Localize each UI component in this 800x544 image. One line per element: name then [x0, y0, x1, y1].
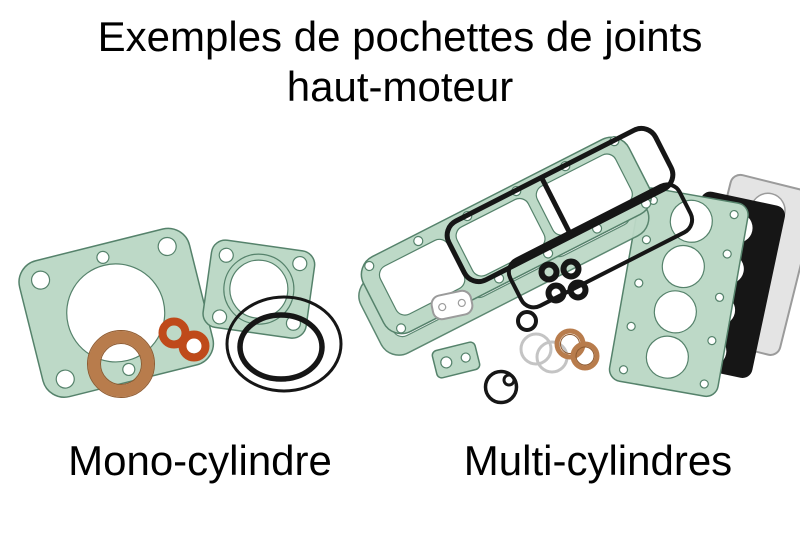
multi-cylinder-gasket-set — [351, 125, 800, 405]
black-cover-gaskets-illustration — [444, 125, 695, 310]
caption-multi-cylindres: Multi-cylindres — [463, 437, 733, 484]
o-rings-illustration — [225, 295, 343, 393]
copper-ring-illustration — [87, 330, 155, 398]
title-line-1: Exemples de pochettes de joints — [97, 13, 703, 60]
cam-cover-gaskets-illustration — [351, 129, 659, 363]
base-gasket-illustration — [18, 227, 215, 398]
four-cylinder-head-gasket-illustration — [608, 187, 749, 398]
caption-mono-cylindre: Mono-cylindre — [68, 437, 332, 484]
o-ring-with-seal-illustration — [483, 369, 519, 405]
head-gasket-illustration — [202, 239, 316, 339]
red-exhaust-rings-illustration — [158, 317, 210, 362]
page-title: Exemples de pochettes de joints haut-mot… — [0, 12, 800, 112]
small-white-gasket-illustration — [430, 289, 474, 321]
copper-washers-illustration — [554, 328, 600, 371]
small-green-gasket-illustration — [431, 341, 481, 379]
title-line-2: haut-moteur — [286, 63, 514, 110]
mono-cylinder-gasket-set — [18, 227, 343, 398]
valve-seals-illustration — [516, 258, 589, 332]
